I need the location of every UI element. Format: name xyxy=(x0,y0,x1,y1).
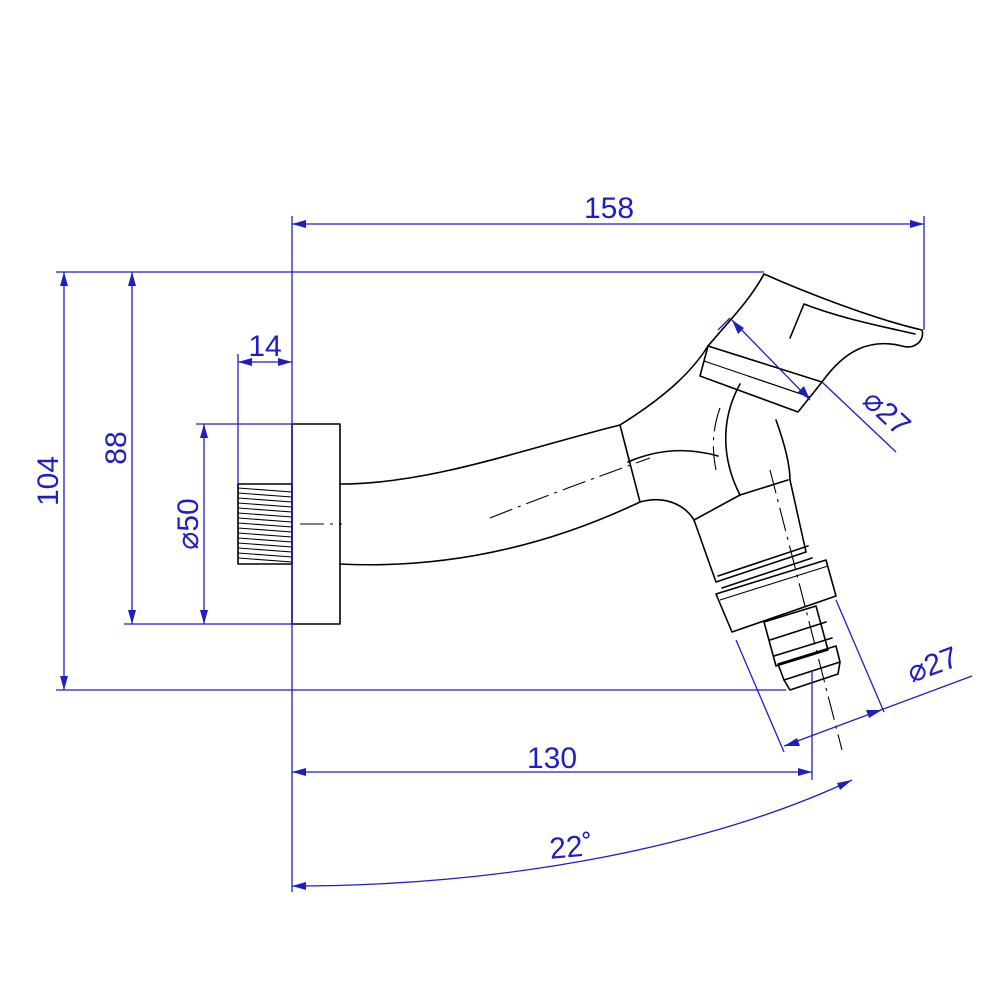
valve-body-right-edge xyxy=(775,419,791,481)
dim-spout-angle xyxy=(291,779,853,890)
valve-body-inner-curve xyxy=(725,383,741,496)
label-thread-length: 14 xyxy=(248,330,281,363)
label-outlet-diameter: ⌀27 xyxy=(903,641,963,690)
center-lines xyxy=(300,407,843,751)
label-projection: 130 xyxy=(527,742,577,775)
label-spout-angle: 22˚ xyxy=(548,829,594,866)
threaded-inlet xyxy=(237,483,293,565)
dim-projection xyxy=(292,768,812,776)
spout-arm-lower-edge xyxy=(339,498,695,566)
outlet-nut xyxy=(715,559,837,633)
label-handle-diameter: ⌀27 xyxy=(856,383,916,442)
dimension-labels: 158 104 88 ⌀50 14 ⌀27 ⌀27 130 22˚ xyxy=(32,192,963,866)
label-flange-diameter: ⌀50 xyxy=(172,498,205,549)
dim-handle-diameter xyxy=(717,317,897,453)
faucet-body xyxy=(237,273,924,691)
label-overall-height: 104 xyxy=(32,456,65,506)
dimension-lines xyxy=(56,216,973,892)
dim-outlet-diameter xyxy=(735,599,973,753)
dim-thread-length xyxy=(238,358,292,366)
dim-overall-length xyxy=(292,220,924,228)
label-flange-height: 88 xyxy=(100,431,133,464)
dim-overall-height xyxy=(60,272,68,690)
dim-flange-diameter xyxy=(200,424,208,624)
hose-connector xyxy=(763,605,841,691)
valve-body-left-edge xyxy=(619,345,709,426)
lever-handle xyxy=(707,273,924,383)
spout-arm-upper-edge xyxy=(339,424,621,485)
dim-flange-height xyxy=(128,272,136,624)
label-overall-length: 158 xyxy=(584,192,634,225)
handle-collar xyxy=(699,345,823,413)
